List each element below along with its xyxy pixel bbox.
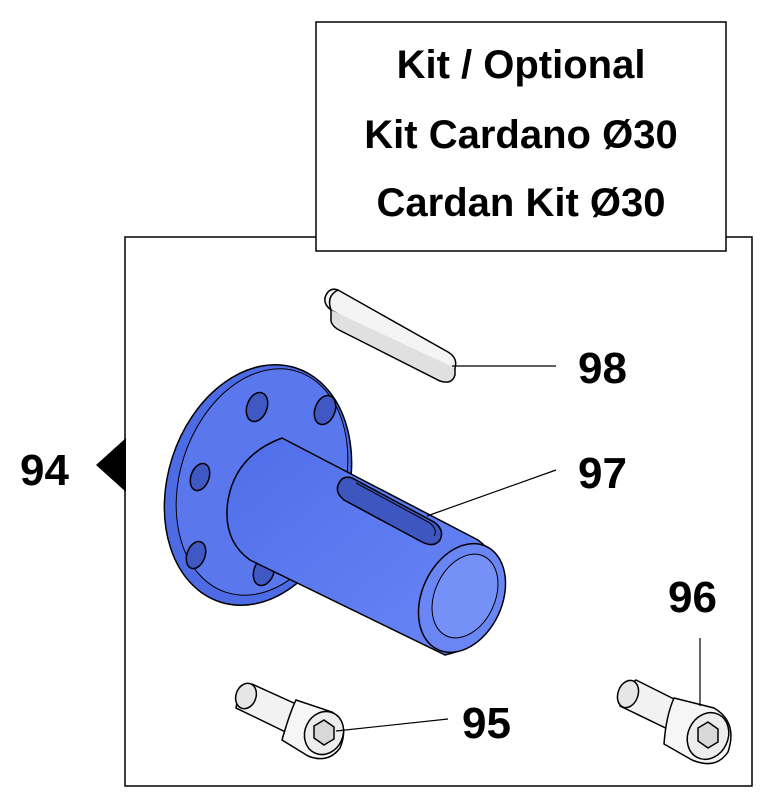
leader-97 [426,469,557,517]
title-line-3: Cardan Kit Ø30 [377,181,666,225]
triangle-left-icon [96,438,126,492]
callout-98: 98 [578,344,627,393]
screw-right-part [616,679,732,765]
leader-95 [335,718,449,732]
flanged-shaft-part [163,364,507,656]
callout-96: 96 [668,573,717,622]
leader-lines [335,365,701,732]
title-line-1: Kit / Optional [397,43,646,87]
callout-97: 97 [578,449,627,498]
title-line-2: Kit Cardano Ø30 [364,113,677,157]
callout-95: 95 [462,699,511,748]
callout-94: 94 [20,446,69,495]
title-box: Kit / Optional Kit Cardano Ø30 Cardan Ki… [315,21,727,252]
key-part [324,288,457,383]
screw-left-part [234,682,345,760]
